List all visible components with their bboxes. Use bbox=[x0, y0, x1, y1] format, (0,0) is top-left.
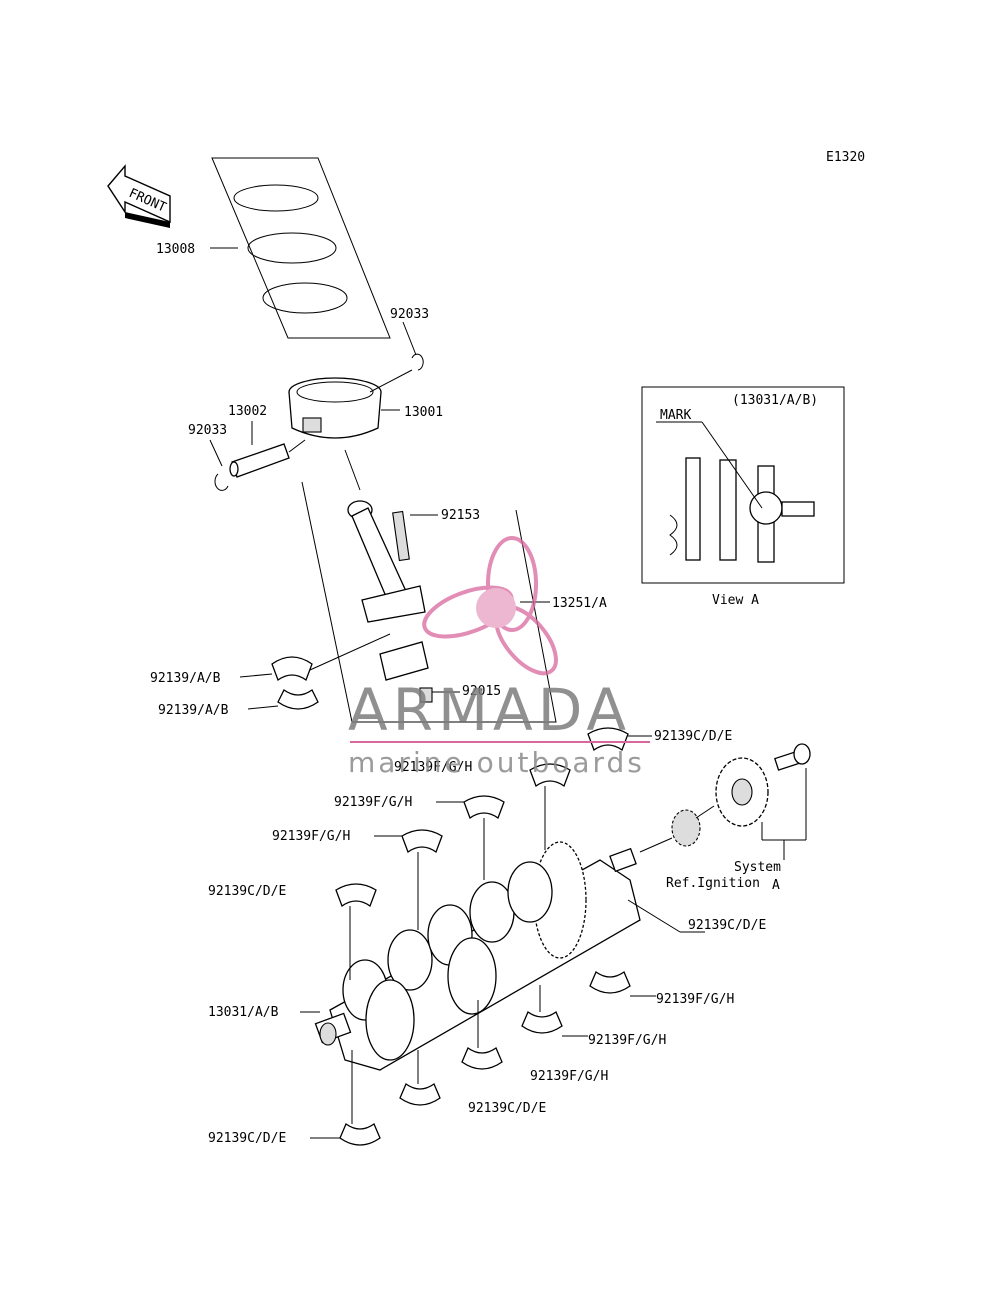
snap-ring-left bbox=[214, 473, 229, 491]
callout-92139ab-2: 92139/A/B bbox=[158, 703, 229, 718]
callout-92139fgh-3: 92139F/G/H bbox=[272, 829, 350, 844]
piston-ring-set bbox=[210, 157, 391, 339]
main-bearing-upper-1 bbox=[587, 727, 629, 752]
main-bearing-upper-4 bbox=[401, 829, 443, 854]
callout-92139ab-1: 92139/A/B bbox=[150, 671, 221, 686]
snap-ring-right bbox=[411, 353, 424, 371]
view-a-inset bbox=[641, 386, 845, 584]
callout-A: 92139C/D/E bbox=[688, 918, 766, 933]
crank-gear bbox=[639, 805, 715, 853]
main-bearing-lower-3 bbox=[461, 1047, 503, 1070]
callout-92139cde-2: 92139C/D/E bbox=[208, 884, 286, 899]
callout-92015: 92015 bbox=[462, 684, 501, 699]
callout-13001: 13001 bbox=[404, 405, 443, 420]
callout-13002: 13002 bbox=[228, 404, 267, 419]
armada-watermark: ARMADA marine outboards bbox=[348, 536, 650, 779]
diagram-code: E1320 bbox=[826, 150, 865, 165]
callout-92033-top: 92033 bbox=[390, 307, 429, 322]
piston bbox=[288, 369, 413, 439]
piston-pin bbox=[229, 439, 306, 478]
view-a-title: View A bbox=[712, 593, 759, 608]
main-bearing-upper-5 bbox=[335, 883, 377, 908]
main-bearing-upper-2 bbox=[529, 763, 571, 788]
watermark-brand: ARMADA bbox=[348, 676, 631, 744]
front-arrow-icon: FRONT bbox=[107, 164, 171, 228]
ignition-rotor bbox=[715, 743, 811, 860]
callout-12046: Ref.Ignition bbox=[666, 876, 760, 891]
callout-92139fgh-5: 92139F/G/H bbox=[530, 1069, 608, 1084]
callout-92139cde-1: 92139C/D/E bbox=[654, 729, 732, 744]
view-a-part-ref: (13031/A/B) bbox=[732, 393, 818, 408]
main-bearing-lower-1 bbox=[589, 971, 631, 994]
callout-ref-ignition: System bbox=[734, 860, 781, 875]
propeller-logo-icon bbox=[422, 536, 558, 676]
callout-92139fgh-4: 92139F/G/H bbox=[588, 1033, 666, 1048]
main-bearing-lower-2 bbox=[521, 1011, 563, 1034]
connecting-rod-assembly bbox=[301, 449, 557, 723]
rod-bearing-upper bbox=[271, 656, 313, 682]
watermark-tagline: marine outboards bbox=[348, 746, 645, 779]
rod-bearing-lower bbox=[277, 689, 319, 710]
callout-13031: 13031/A/B bbox=[208, 1005, 279, 1020]
main-bearing-lower-4 bbox=[399, 1083, 441, 1106]
callout-92153: 92153 bbox=[441, 508, 480, 523]
main-bearing-upper-3 bbox=[463, 795, 505, 820]
callout-92139fgh-2: 92139F/G/H bbox=[334, 795, 412, 810]
view-a-mark-label: MARK bbox=[660, 408, 691, 423]
callout-13251: 13251/A bbox=[552, 596, 607, 611]
crankshaft bbox=[314, 841, 705, 1071]
callout-92139fgh-6: 92139C/D/E bbox=[468, 1101, 546, 1116]
callout-92139fgh-1: 92139F/G/H bbox=[394, 760, 472, 775]
callout-13008: 13008 bbox=[156, 242, 195, 257]
callout-92033-left: 92033 bbox=[188, 423, 227, 438]
callout-ref-system: A bbox=[772, 878, 780, 893]
callout-92139cde-5: 92139C/D/E bbox=[208, 1131, 286, 1146]
callout-92139cde-4: 92139F/G/H bbox=[656, 992, 734, 1007]
main-bearing-lower-5 bbox=[339, 1123, 381, 1146]
